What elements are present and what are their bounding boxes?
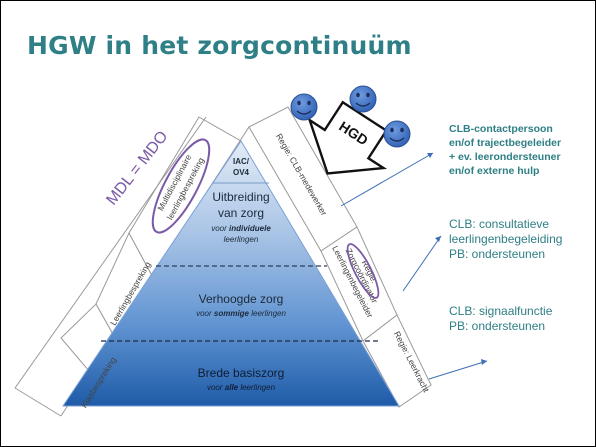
pyramid-body: [62, 140, 400, 407]
connector-arrow-leerkracht: [428, 359, 488, 380]
level1-sub: voor alle leerlingen: [207, 383, 276, 392]
level3-line1: Uitbreiding: [212, 190, 269, 204]
pyramid-top-line1: IAC/: [233, 157, 250, 166]
pyramid: [62, 140, 400, 407]
level3-sub: voor individuele: [211, 224, 271, 233]
multidisciplinaire-highlight: [151, 138, 211, 234]
note-tier2-line: leerlingenbegeleiding: [449, 232, 563, 246]
level3-line2: van zorg: [218, 206, 264, 220]
level1-label: Brede basiszorg: [198, 366, 285, 380]
note-tier3-line: CLB-contactpersoon: [449, 123, 553, 135]
pyramid-top-line2: OV4: [233, 168, 250, 177]
right-side-bands: [248, 106, 432, 408]
note-tier3: CLB-contactpersoon en/of trajectbegeleid…: [449, 122, 561, 178]
note-tier3-line: en/of trajectbegeleider: [449, 137, 562, 149]
note-tier3-line: + ev. leerondersteuner: [449, 151, 561, 163]
level2-label: Verhoogde zorg: [199, 292, 284, 306]
zorgcoordinator-highlight: [346, 243, 380, 299]
note-tier2: CLB: consultatieve leerlingenbegeleiding…: [449, 217, 562, 262]
level2-sub: voor sommige leerlingen: [196, 309, 286, 318]
note-tier2-line: PB: ondersteunen: [449, 247, 546, 261]
note-tier2-line: CLB: consultatieve: [449, 217, 550, 231]
smiley-icon: [349, 85, 377, 113]
slide-title: HGW in het zorgcontinuüm: [27, 31, 412, 60]
note-tier1: CLB: signaalfunctie PB: ondersteunen: [449, 304, 552, 334]
hgd-arrow: HGD: [307, 100, 389, 175]
note-tier3-line: en/of externe hulp: [449, 165, 540, 177]
smiley-icon: [383, 120, 411, 148]
connector-arrow-zorg: [402, 235, 442, 292]
note-tier1-line: PB: ondersteunen: [449, 319, 546, 333]
level3-sub-line2: leerlingen: [224, 235, 259, 244]
note-tier1-line: CLB: signaalfunctie: [449, 304, 553, 318]
connector-arrow-clb: [340, 152, 434, 207]
smiley-icon: [290, 93, 318, 121]
